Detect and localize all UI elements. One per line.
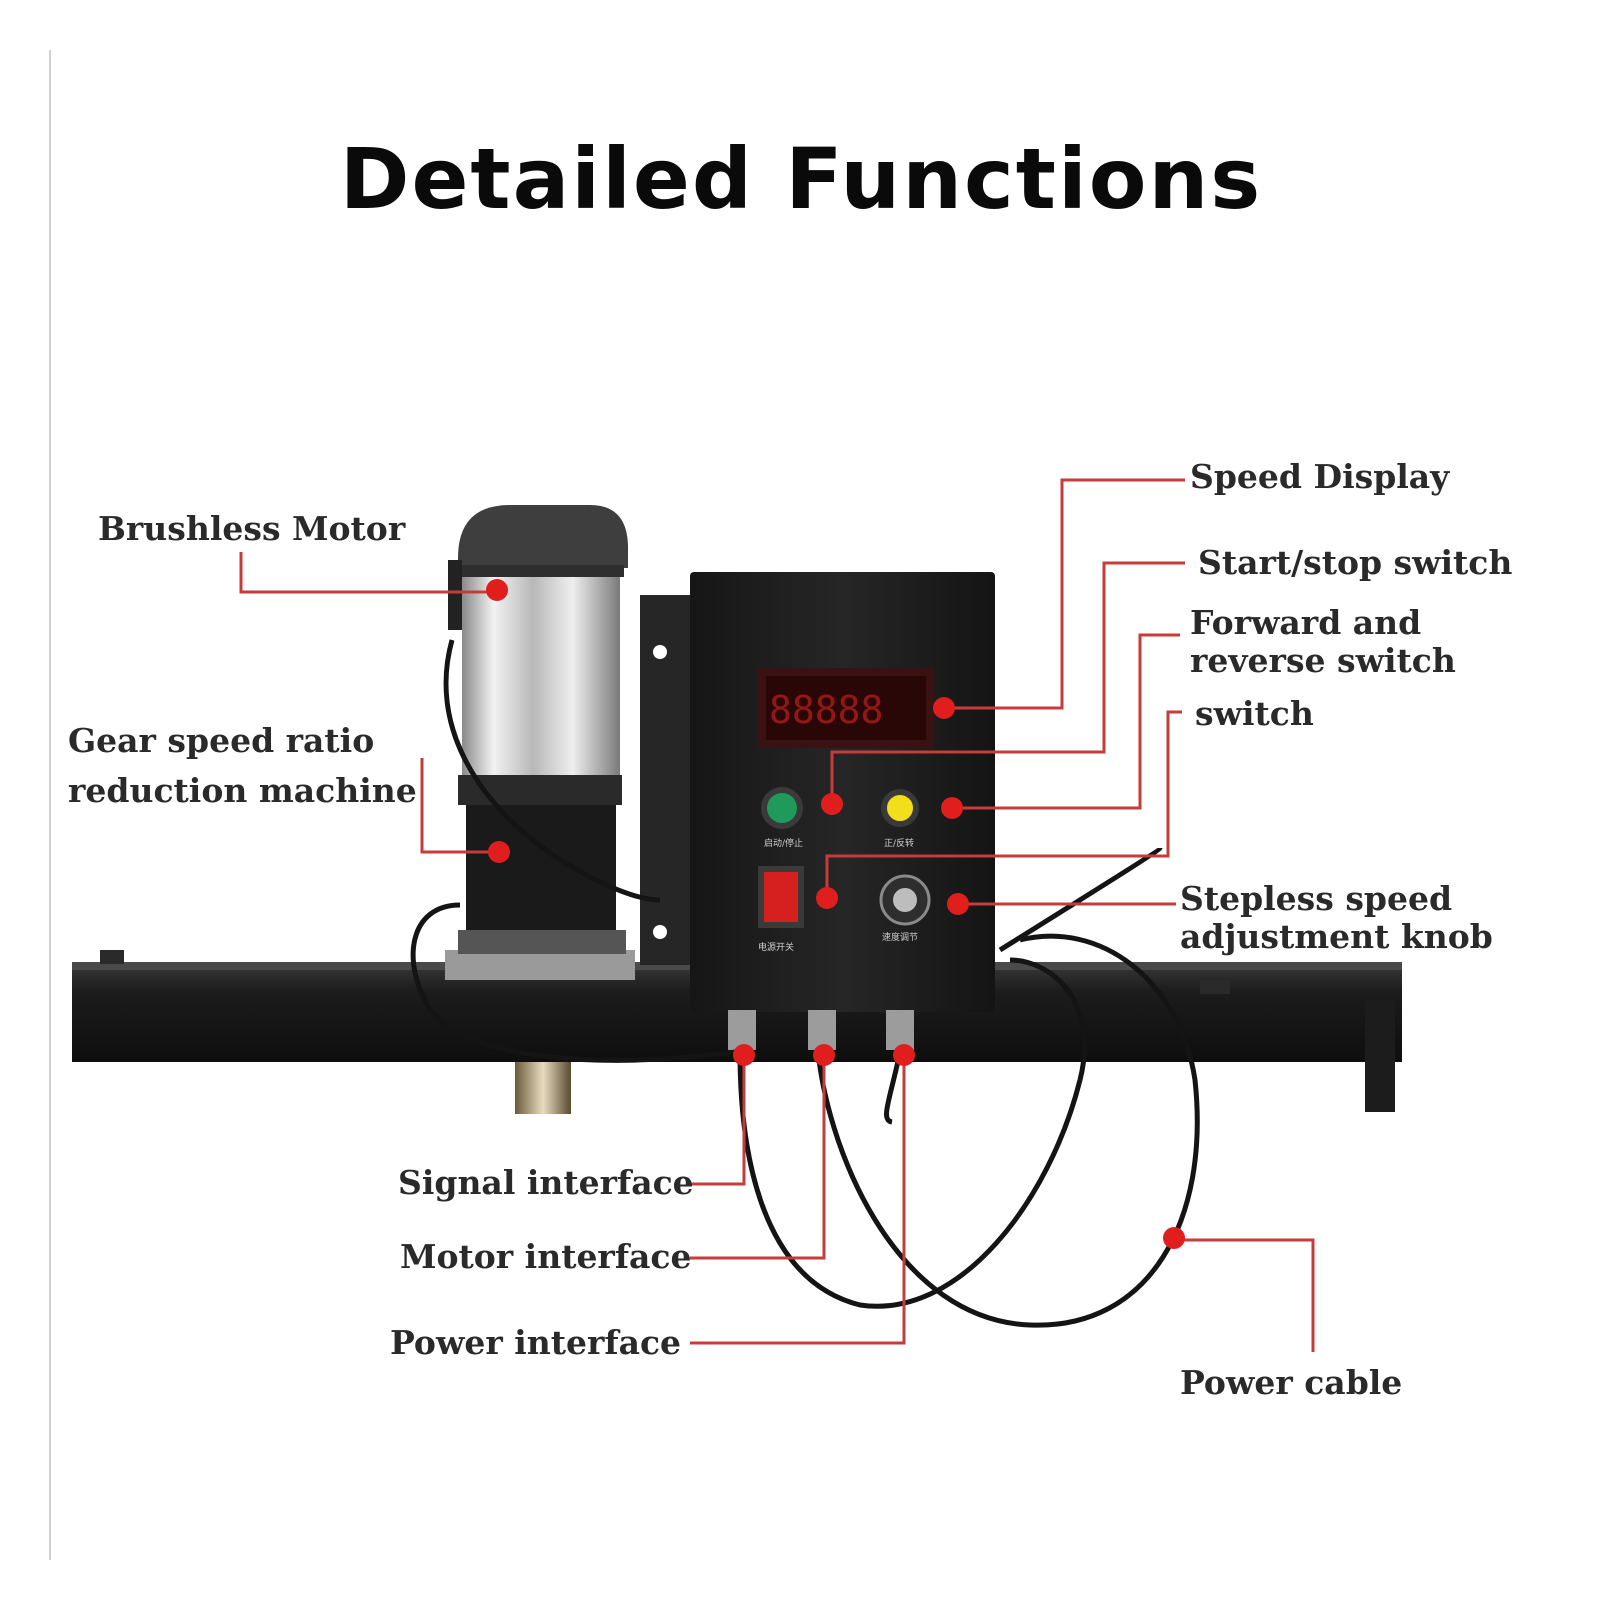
label-speed-display: Speed Display (1190, 457, 1450, 496)
label-brushless-motor: Brushless Motor (98, 509, 406, 548)
label-switch: switch (1195, 694, 1314, 733)
cables (410, 639, 1200, 1328)
control-box (690, 572, 995, 1050)
label-forward-line1: Forward and (1190, 603, 1422, 642)
page-title: Detailed Functions (339, 130, 1263, 228)
marker-dots (486, 579, 1185, 1249)
knob-caption: 速度调节 (882, 931, 918, 943)
label-motor-interface: Motor interface (400, 1237, 692, 1276)
label-power-interface: Power interface (390, 1323, 682, 1362)
label-start-stop: Start/stop switch (1198, 543, 1513, 582)
leader-lines (239, 478, 1315, 1352)
label-stepless-line1: Stepless speed (1180, 879, 1453, 918)
rocker-caption: 电源开关 (758, 941, 794, 953)
green-button-caption: 启动/停止 (764, 837, 803, 849)
label-power-cable: Power cable (1180, 1363, 1403, 1402)
label-gear-line1: Gear speed ratio (68, 721, 375, 760)
label-signal-interface: Signal interface (398, 1163, 694, 1202)
label-stepless-line2: adjustment knob (1180, 917, 1493, 956)
label-gear-line2: reduction machine (68, 771, 417, 810)
brushless-motor (448, 505, 628, 954)
label-forward-line2: reverse switch (1190, 641, 1456, 680)
display-digits: 88888 (769, 688, 883, 732)
yellow-button-caption: 正/反转 (884, 837, 914, 849)
mounting-bracket (640, 595, 695, 965)
